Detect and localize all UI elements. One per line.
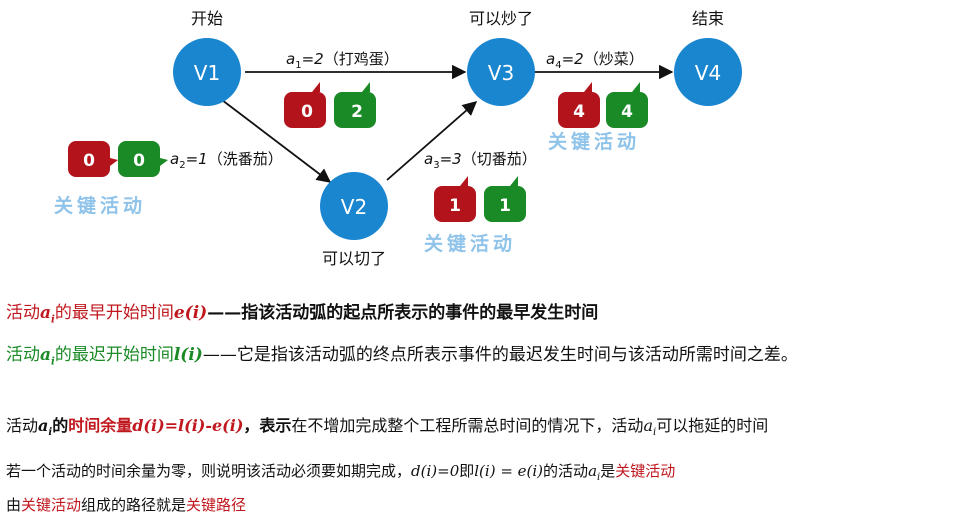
bubble-a1-early: 0 bbox=[284, 82, 326, 128]
svg-text:1: 1 bbox=[499, 196, 511, 216]
bubble-a3-early: 1 bbox=[434, 176, 476, 222]
bubble-a1-late: 2 bbox=[334, 82, 376, 128]
critical-path-rule: 由关键活动组成的路径就是关键路径 bbox=[6, 496, 247, 514]
node-v4-id: V4 bbox=[695, 61, 721, 85]
critical-tag-a4: 关键活动 bbox=[548, 130, 640, 153]
node-v3-caption: 可以炒了 bbox=[469, 9, 533, 28]
bubble-a4-late: 4 bbox=[606, 82, 648, 128]
edge-label-a2: a2=1（洗番茄） bbox=[170, 150, 283, 171]
edge-label-a3: a3=3（切番茄） bbox=[424, 150, 537, 171]
node-v1-caption: 开始 bbox=[191, 9, 223, 28]
node-v3: V3 可以炒了 bbox=[467, 9, 535, 106]
edge-label-a1: a1=2（打鸡蛋） bbox=[286, 50, 399, 71]
svg-text:4: 4 bbox=[621, 102, 633, 122]
svg-text:1: 1 bbox=[449, 196, 461, 216]
node-v2-id: V2 bbox=[341, 195, 367, 219]
critical-activity-rule: 若一个活动的时间余量为零，则说明该活动必须要如期完成，d(i)=0即l(i) =… bbox=[6, 462, 676, 483]
aoe-network-diagram: V1 开始 V2 可以切了 V3 可以炒了 V4 结束 a1=2（打鸡蛋） a2… bbox=[54, 9, 742, 268]
bubble-a4-early: 4 bbox=[558, 82, 600, 128]
node-v2: V2 可以切了 bbox=[320, 172, 388, 268]
edge-label-a4: a4=2（炒菜） bbox=[546, 50, 644, 71]
bubble-a2-early: 0 bbox=[68, 141, 118, 177]
bubble-a3-late: 1 bbox=[484, 176, 526, 222]
critical-tag-a3: 关键活动 bbox=[424, 232, 516, 255]
definition-earliest-start: 活动ai的最早开始时间e(i)——指该活动弧的起点所表示的事件的最早发生时间 bbox=[6, 303, 599, 326]
svg-text:0: 0 bbox=[133, 151, 145, 171]
definition-latest-start: 活动ai的最迟开始时间l(i)——它是指该活动弧的终点所表示事件的最迟发生时间与… bbox=[6, 345, 798, 368]
edge-v2-v3 bbox=[386, 101, 478, 181]
bubble-a2-late: 0 bbox=[118, 141, 168, 177]
node-v4: V4 结束 bbox=[674, 9, 742, 106]
node-v1: V1 开始 bbox=[173, 9, 241, 106]
edge-v1-v2 bbox=[221, 99, 332, 183]
svg-text:4: 4 bbox=[573, 102, 585, 122]
node-v1-id: V1 bbox=[194, 61, 220, 85]
definition-slack: 活动ai的时间余量d(i)=l(i)-e(i)，表示在不增加完成整个工程所需总时… bbox=[6, 416, 769, 439]
critical-tag-a2: 关键活动 bbox=[54, 194, 146, 217]
svg-text:2: 2 bbox=[351, 102, 363, 122]
node-v3-id: V3 bbox=[488, 61, 514, 85]
node-v2-caption: 可以切了 bbox=[322, 249, 386, 268]
svg-text:0: 0 bbox=[301, 102, 313, 122]
svg-text:0: 0 bbox=[83, 151, 95, 171]
node-v4-caption: 结束 bbox=[692, 9, 724, 28]
